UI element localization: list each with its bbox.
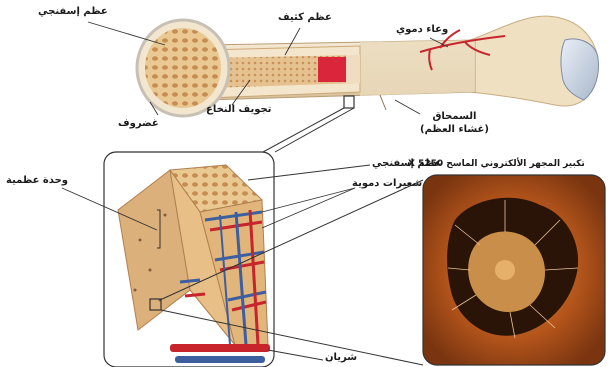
label-periosteum-sub: (غشاء العظم)	[420, 123, 489, 136]
magnifier-box-icon	[344, 96, 354, 108]
periosteum-layer	[360, 40, 475, 96]
spongy-head	[145, 28, 221, 108]
label-periosteum: السمحاق (غشاء العظم)	[420, 110, 489, 136]
label-periosteum-main: السمحاق	[420, 110, 489, 123]
label-marrow-cavity: تجويف النخاع	[206, 104, 271, 116]
label-spongy-bone-top: عظم إسفنجي	[38, 6, 108, 18]
label-cartilage: غضروف	[118, 118, 159, 130]
label-blood-vessel: وعاء دموي	[396, 24, 448, 36]
label-artery: شريان	[325, 352, 357, 364]
label-osteon: وحدة عظمية	[6, 175, 68, 187]
label-microscope: تكبير المجهر الألكتروني الماسح 5250 X	[408, 158, 585, 170]
red-marrow	[318, 57, 346, 82]
label-compact-bone: عظم كثيف	[278, 12, 332, 24]
label-capillaries: شعيرات دموية	[352, 178, 422, 190]
long-bone	[137, 16, 598, 116]
